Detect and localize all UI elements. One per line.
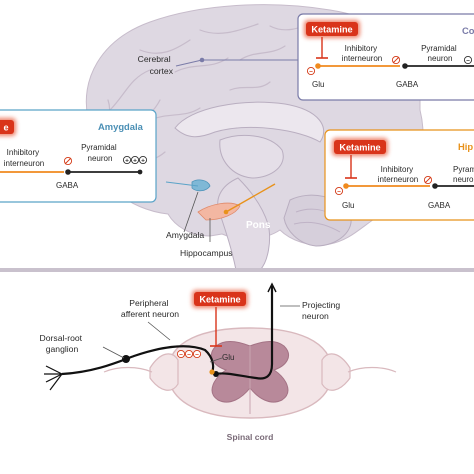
thalamus <box>219 134 284 179</box>
amygdala-label-leader <box>183 191 199 233</box>
dorsal-root-ganglion-label: Dorsal-root ganglion <box>40 333 85 354</box>
dorsal-root-ganglion-cell <box>122 355 130 363</box>
amygdala-gaba-label: GABA <box>56 181 79 190</box>
svg-text:−: − <box>309 68 313 75</box>
svg-text:−: − <box>466 57 470 64</box>
amygdala-box-title: Amygdala <box>98 121 144 132</box>
spinal-minus-signs: − − − <box>176 349 202 358</box>
hippocampus-box: Hip Ketamine − Inhibitory interneuron Py… <box>324 129 474 221</box>
cortex-inhibitory-label: Inhibitory interneuron <box>342 44 382 63</box>
amygdala-inhibitory-label: Inhibitory interneuron <box>4 148 44 168</box>
amygdala-leader <box>165 181 199 187</box>
amygdala-pyramidal-label: Pyramidal neuron <box>81 143 119 163</box>
hippocampus-glu-label: Glu <box>342 201 354 210</box>
corpus-callosum <box>174 101 325 143</box>
hippocampus-box-title: Hip <box>458 141 473 152</box>
svg-text:+: + <box>125 157 129 164</box>
spinal-ketamine-badge: Ketamine <box>192 290 248 308</box>
svg-text:−: − <box>337 188 341 195</box>
svg-text:−: − <box>187 351 191 358</box>
amygdala-ketamine-badge: e <box>0 118 16 136</box>
nerve-endings <box>44 365 63 391</box>
spinal-glu-label: Glu <box>222 353 234 362</box>
pons-label: Pons <box>246 220 271 231</box>
cortex-ketamine-badge: Ketamine <box>304 20 360 38</box>
hippocampus-label: Hippocampus <box>180 248 233 258</box>
cerebral-cortex-label: Cerebral cortex <box>138 54 174 76</box>
cortex-pyramidal-label: Pyramidal neuron <box>421 44 459 63</box>
peripheral-afferent-label: Peripheral afferent neuron <box>121 298 179 319</box>
svg-text:+: + <box>141 157 145 164</box>
panel-divider <box>0 268 474 272</box>
projecting-neuron <box>215 286 274 380</box>
hippocampus-shape <box>197 202 241 221</box>
svg-text:−: − <box>195 351 199 358</box>
svg-text:+: + <box>133 157 137 164</box>
hippocampus-leader <box>225 183 276 213</box>
amygdala-plus-signs: + + + <box>122 155 148 164</box>
hippocampus-ketamine-label: Ketamine <box>339 143 380 153</box>
spinal-ketamine-label: Ketamine <box>199 295 240 305</box>
cortex-box-title: Co <box>462 25 474 36</box>
svg-text:−: − <box>179 351 183 358</box>
hippocampus-pyramidal-label: Pyram neuro <box>453 165 474 184</box>
cortex-glu-label: Glu <box>312 80 324 89</box>
amygdala-shape <box>191 179 211 192</box>
hippocampus-ketamine-badge: Ketamine <box>332 138 388 156</box>
amygdala-ketamine-label: e <box>3 123 8 133</box>
hippocampus-gaba-label: GABA <box>428 201 451 210</box>
cortex-leader <box>175 59 203 67</box>
cortex-gaba-label: GABA <box>396 80 419 89</box>
brain-panel: Cerebral cortex Amygdala Hippocampus Pon… <box>0 4 474 271</box>
spinal-cord-label: Spinal cord <box>227 432 274 442</box>
amygdala-label: Amygdala <box>166 230 204 240</box>
projecting-neuron-label: Projecting neuron <box>302 300 343 321</box>
spinal-panel: Ketamine − − − Peripheral afferent neuro… <box>40 282 397 442</box>
hippocampus-inhibitory-label: Inhibitory interneuron <box>378 165 418 184</box>
cortex-ketamine-label: Ketamine <box>311 25 352 35</box>
amygdala-box: Amygdala e + + + Inhibitory in <box>0 109 157 203</box>
cortex-box: Co Ketamine − − Inhibitory interneuron <box>297 13 474 101</box>
